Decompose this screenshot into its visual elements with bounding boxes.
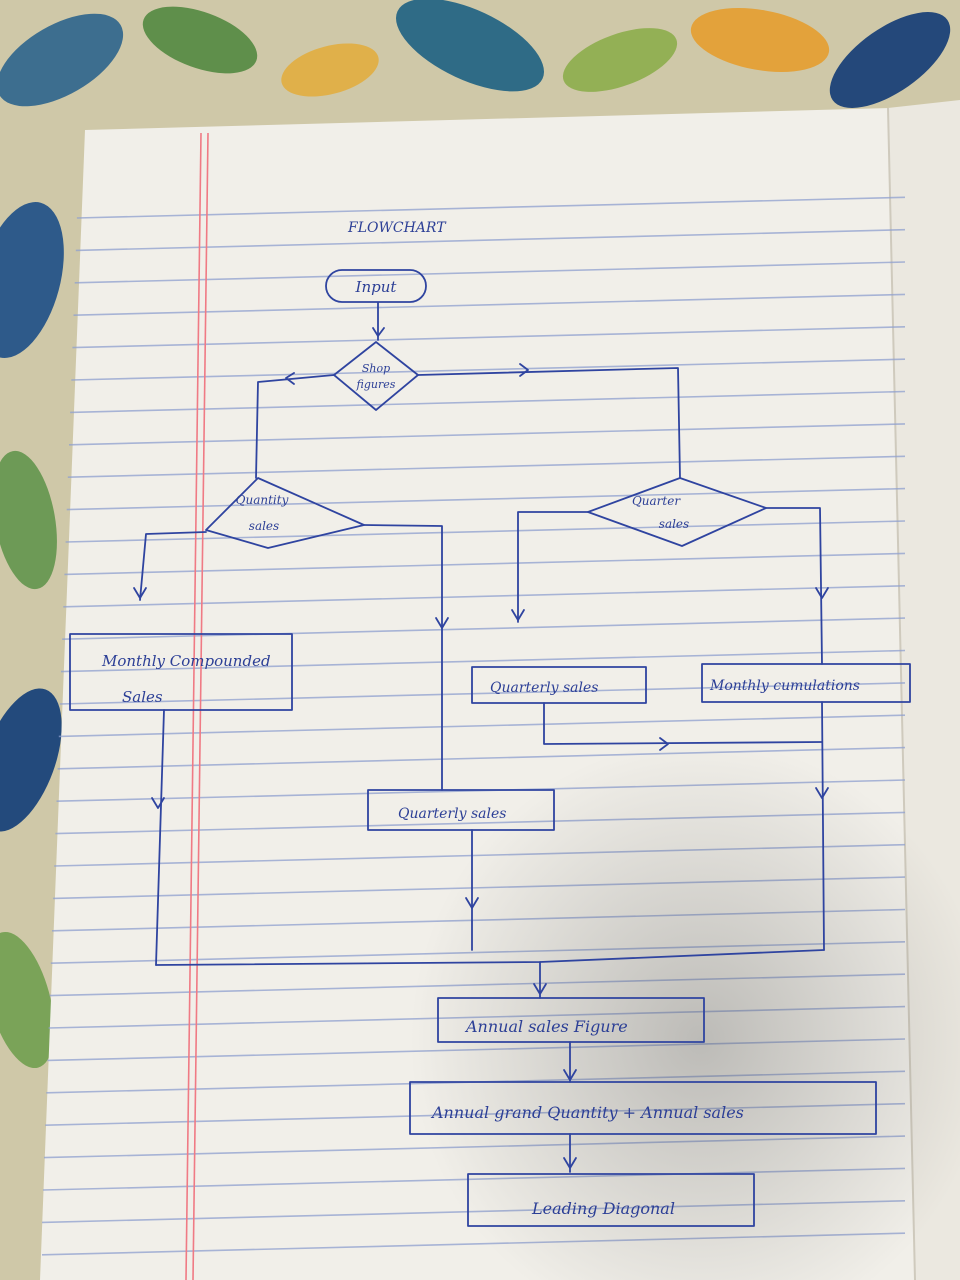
input-terminal	[325, 269, 427, 303]
quarterly-sales-left-label: Quarterly sales	[398, 806, 506, 822]
monthly-compounded-box	[69, 633, 293, 711]
monthly-compounded-label-2: Sales	[122, 688, 163, 706]
quantity-sales-decision	[205, 477, 365, 549]
arrowhead	[465, 897, 479, 909]
quarterly-sales-left-box	[367, 789, 555, 831]
annual-grand-label: Annual grand Quantity + Annual sales	[430, 1103, 744, 1122]
monthly-cumulations-box	[701, 663, 911, 703]
arrowhead	[511, 609, 525, 621]
arrowhead	[151, 797, 165, 809]
connector-monthly-down	[155, 709, 165, 966]
leading-diagonal-label: Leading Diagonal	[531, 1199, 675, 1218]
arrowhead	[133, 587, 147, 599]
ruled-line	[74, 261, 906, 284]
ruled-line	[67, 455, 906, 478]
input-label: Input	[355, 278, 398, 296]
arrowhead	[815, 587, 829, 599]
quarter-sales-label-1: Quarter	[632, 494, 681, 508]
annual-grand-box	[409, 1081, 877, 1135]
ruled-line	[70, 390, 906, 414]
connector-quantity-quarterly	[363, 524, 443, 791]
quantity-sales-label-1: Quantity	[236, 493, 289, 507]
ruled-line	[76, 196, 906, 219]
monthly-compounded-label-1: Monthly Compounded	[101, 652, 271, 670]
flowchart-title: FLOWCHART	[347, 220, 447, 236]
arrowhead	[815, 787, 829, 799]
connector-quarterly-join	[543, 702, 823, 745]
arrowhead	[285, 372, 295, 385]
arrowhead	[659, 737, 669, 751]
ruled-line	[68, 423, 906, 446]
annual-sales-box	[437, 997, 705, 1043]
connector-quarter-cumulations	[765, 507, 823, 665]
ruled-line	[63, 585, 906, 608]
shop-figures-decision	[333, 341, 419, 411]
arrowhead	[372, 327, 385, 337]
arrowhead	[563, 1069, 577, 1081]
arrowhead	[435, 617, 449, 629]
quantity-sales-label-2: sales	[249, 519, 279, 533]
connector-cumulations-down	[821, 701, 825, 951]
connector-quantity-monthly	[139, 531, 207, 601]
ruled-line	[62, 617, 906, 640]
margin-line	[185, 132, 202, 1280]
quarter-sales-label-2: sales	[659, 517, 689, 531]
arrowhead	[533, 983, 547, 995]
ruled-line	[64, 552, 906, 576]
connector-quarter-quarterly	[517, 511, 589, 623]
ruled-line	[72, 326, 906, 349]
arrowhead	[519, 363, 529, 377]
ruled-line	[65, 520, 906, 543]
margin-line-2	[192, 132, 209, 1280]
ruled-line	[66, 487, 906, 511]
annual-sales-label: Annual sales Figure	[464, 1017, 628, 1036]
quarterly-sales-right-box	[471, 666, 647, 704]
ruled-line	[75, 228, 906, 252]
leading-diagonal-box	[467, 1173, 755, 1227]
arrowhead	[563, 1157, 577, 1169]
connector-shop-quarter	[417, 367, 681, 479]
monthly-cumulations-label: Monthly cumulations	[709, 678, 860, 694]
shop-figures-label-2: figures	[356, 378, 396, 391]
ruled-line	[71, 358, 906, 381]
connector-shop-quantity	[255, 374, 335, 479]
ruled-line	[73, 293, 906, 316]
quarterly-sales-right-label: Quarterly sales	[490, 680, 598, 696]
quarter-sales-decision	[587, 477, 767, 547]
shop-figures-label-1: Shop	[362, 362, 390, 375]
